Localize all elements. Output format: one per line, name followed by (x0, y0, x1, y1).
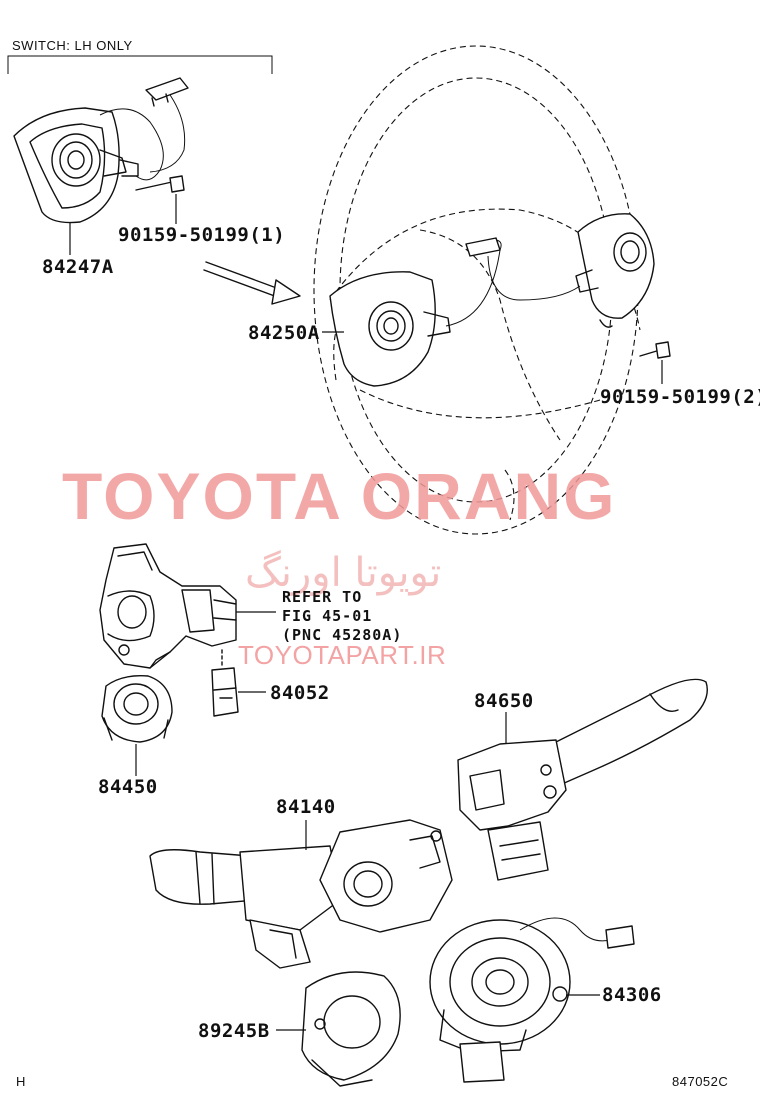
wheel-switch-left-84250a (329, 237, 502, 387)
switch-note-bracket (7, 55, 273, 74)
label-84250a: 84250A (248, 322, 320, 344)
direction-arrow (203, 261, 301, 305)
watermark-site: TOYOTAPART.IR (238, 640, 447, 670)
refer-to-line3: (PNC 45280A) (282, 626, 403, 644)
part-89245b (301, 971, 401, 1087)
part-84052 (211, 649, 239, 717)
label-84052: 84052 (270, 682, 330, 704)
refer-to-line1: REFER TO (282, 588, 363, 606)
watermark-persian: تویوتا اورنگ (245, 550, 442, 596)
watermark-main: TOYOTA ORANG (62, 459, 617, 533)
part-84306 (429, 917, 635, 1083)
figure-code: 847052C (672, 1074, 729, 1089)
corner-mark: H (16, 1074, 26, 1089)
label-90159-50199-2: 90159-50199(2) (600, 386, 760, 408)
refer-to-line2: FIG 45-01 (282, 607, 373, 625)
wheel-switch-right (487, 213, 671, 359)
label-84450: 84450 (98, 776, 158, 798)
label-84140: 84140 (276, 796, 336, 818)
part-84450 (101, 675, 173, 743)
lock-housing (99, 543, 237, 669)
refer-to-note: REFER TO FIG 45-01 (PNC 45280A) (282, 588, 402, 645)
label-84247a: 84247A (42, 256, 114, 278)
part-84140 (149, 819, 453, 969)
part-84650 (457, 678, 708, 881)
label-89245b: 89245B (198, 1020, 270, 1042)
label-84306: 84306 (602, 984, 662, 1006)
label-90159-50199-1: 90159-50199(1) (118, 224, 286, 246)
switch-note: SWITCH: LH ONLY (12, 38, 133, 53)
switch-assembly-84247a (13, 77, 189, 224)
label-84650: 84650 (474, 690, 534, 712)
